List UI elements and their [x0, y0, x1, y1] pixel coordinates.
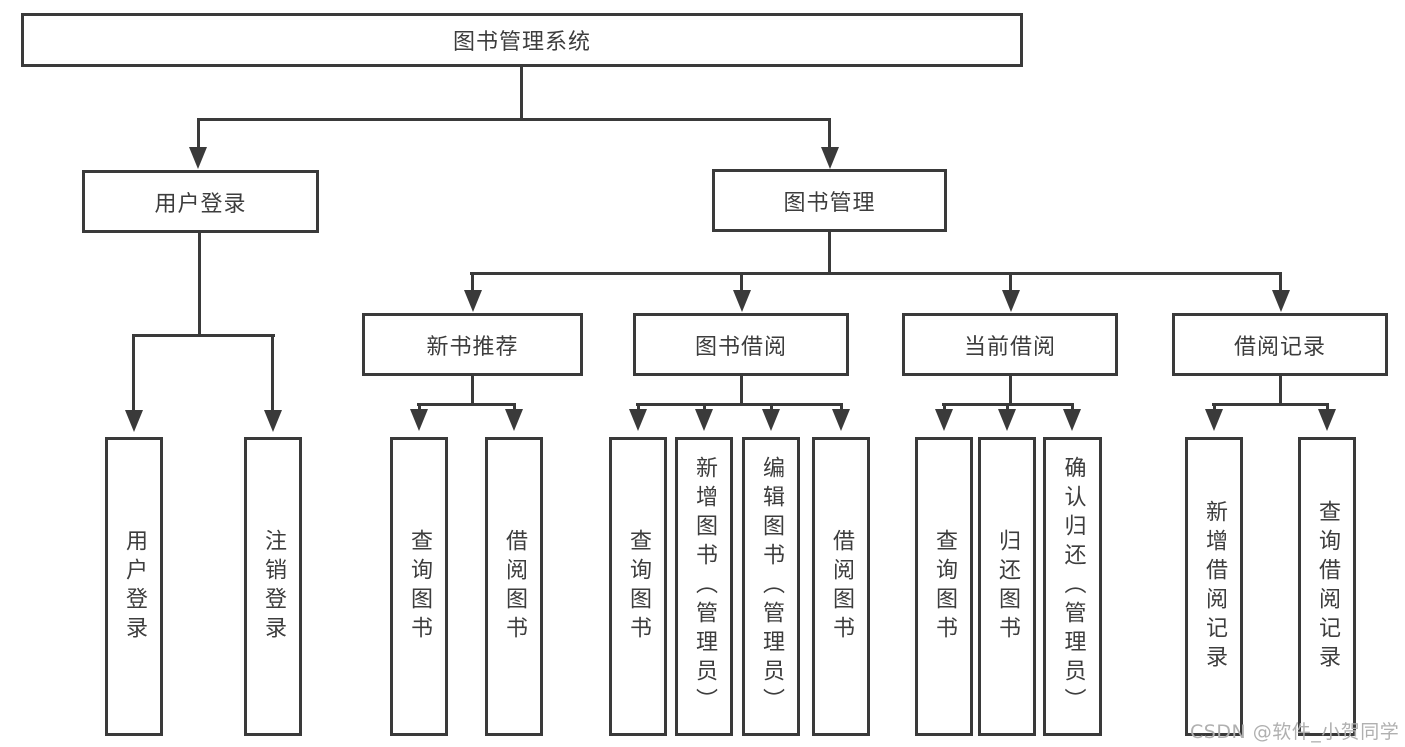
leaf-query-books-current-label: 查询图书	[932, 528, 957, 645]
arrow-down-icon	[464, 290, 482, 312]
node-book-management-label: 图书管理	[783, 190, 876, 216]
connector-line	[840, 403, 843, 412]
arrow-down-icon	[733, 290, 751, 312]
leaf-query-books-borrow-label: 查询图书	[626, 528, 651, 645]
connector-line	[636, 403, 843, 406]
arrow-down-icon	[1063, 409, 1081, 431]
arrow-down-icon	[1002, 290, 1020, 312]
connector-line	[417, 403, 516, 406]
connector-line	[943, 403, 946, 412]
connector-line	[1279, 272, 1282, 293]
connector-line	[1006, 403, 1009, 412]
arrow-down-icon	[695, 409, 713, 431]
arrow-down-icon	[1205, 409, 1223, 431]
connector-line	[470, 272, 1281, 275]
node-new-book-recommend-label: 新书推荐	[426, 334, 519, 360]
leaf-edit-book-admin-label: 编辑图书（管理员）	[759, 456, 784, 717]
connector-line	[1212, 403, 1329, 406]
arrow-down-icon	[410, 409, 428, 431]
leaf-add-book-admin: 新增图书（管理员）	[675, 437, 733, 736]
arrow-down-icon	[935, 409, 953, 431]
leaf-confirm-return-admin: 确认归还（管理员）	[1043, 437, 1102, 736]
node-borrow-records: 借阅记录	[1172, 313, 1388, 376]
connector-line	[471, 376, 474, 406]
node-book-borrow: 图书借阅	[633, 313, 849, 376]
connector-line	[198, 233, 201, 337]
connector-line	[1071, 403, 1074, 412]
node-book-management: 图书管理	[712, 169, 947, 232]
arrow-down-icon	[762, 409, 780, 431]
node-new-book-recommend: 新书推荐	[362, 313, 583, 376]
connector-line	[1009, 272, 1012, 293]
node-borrow-records-label: 借阅记录	[1233, 334, 1326, 360]
leaf-query-books-current: 查询图书	[915, 437, 973, 736]
leaf-query-books-recommend-label: 查询图书	[407, 528, 432, 645]
leaf-borrow-books-recommend-label: 借阅图书	[502, 528, 527, 645]
leaf-return-book-label: 归还图书	[995, 528, 1020, 645]
connector-line	[703, 403, 706, 412]
leaf-edit-book-admin: 编辑图书（管理员）	[742, 437, 800, 736]
connector-line	[1213, 403, 1216, 412]
connector-line	[740, 376, 743, 406]
arrow-down-icon	[629, 409, 647, 431]
leaf-borrow-books-borrow: 借阅图书	[812, 437, 870, 736]
leaf-user-login: 用户登录	[105, 437, 163, 736]
connector-line	[197, 118, 200, 149]
connector-line	[1326, 403, 1329, 412]
leaf-query-borrow-record-label: 查询借阅记录	[1315, 499, 1340, 674]
connector-line	[520, 67, 523, 121]
leaf-logout: 注销登录	[244, 437, 302, 736]
leaf-query-books-recommend: 查询图书	[390, 437, 448, 736]
connector-line	[513, 403, 516, 412]
arrow-down-icon	[821, 147, 839, 169]
connector-line	[132, 334, 135, 412]
node-user-login-label: 用户登录	[154, 191, 247, 217]
leaf-logout-label: 注销登录	[261, 528, 286, 645]
connector-line	[197, 118, 831, 121]
leaf-borrow-books-recommend: 借阅图书	[485, 437, 543, 736]
connector-line	[271, 334, 274, 412]
arrow-down-icon	[264, 410, 282, 432]
leaf-return-book: 归还图书	[978, 437, 1036, 736]
watermark: CSDN @软件_小贺同学	[1190, 721, 1400, 743]
arrow-down-icon	[125, 410, 143, 432]
connector-line	[828, 232, 831, 275]
connector-line	[828, 118, 831, 149]
leaf-confirm-return-admin-label: 确认归还（管理员）	[1060, 456, 1086, 717]
node-book-borrow-label: 图书借阅	[694, 334, 787, 360]
arrow-down-icon	[505, 409, 523, 431]
leaf-add-book-admin-label: 新增图书（管理员）	[692, 456, 717, 717]
node-root: 图书管理系统	[21, 13, 1023, 67]
connector-line	[418, 403, 421, 412]
arrow-down-icon	[998, 409, 1016, 431]
node-current-borrow: 当前借阅	[902, 313, 1118, 376]
arrow-down-icon	[832, 409, 850, 431]
leaf-query-books-borrow: 查询图书	[609, 437, 667, 736]
leaf-query-borrow-record: 查询借阅记录	[1298, 437, 1356, 736]
leaf-add-borrow-record: 新增借阅记录	[1185, 437, 1243, 736]
arrow-down-icon	[189, 147, 207, 169]
connector-line	[471, 272, 474, 293]
connector-line	[132, 334, 275, 337]
leaf-add-borrow-record-label: 新增借阅记录	[1202, 499, 1227, 674]
leaf-user-login-label: 用户登录	[122, 528, 147, 645]
arrow-down-icon	[1318, 409, 1336, 431]
arrow-down-icon	[1272, 290, 1290, 312]
connector-line	[637, 403, 640, 412]
connector-line	[1279, 376, 1282, 406]
node-current-borrow-label: 当前借阅	[963, 334, 1056, 360]
connector-line	[770, 403, 773, 412]
node-root-label: 图书管理系统	[452, 30, 591, 55]
node-user-login: 用户登录	[82, 170, 319, 233]
leaf-borrow-books-borrow-label: 借阅图书	[829, 528, 854, 645]
connector-line	[740, 272, 743, 293]
connector-line	[1009, 376, 1012, 406]
